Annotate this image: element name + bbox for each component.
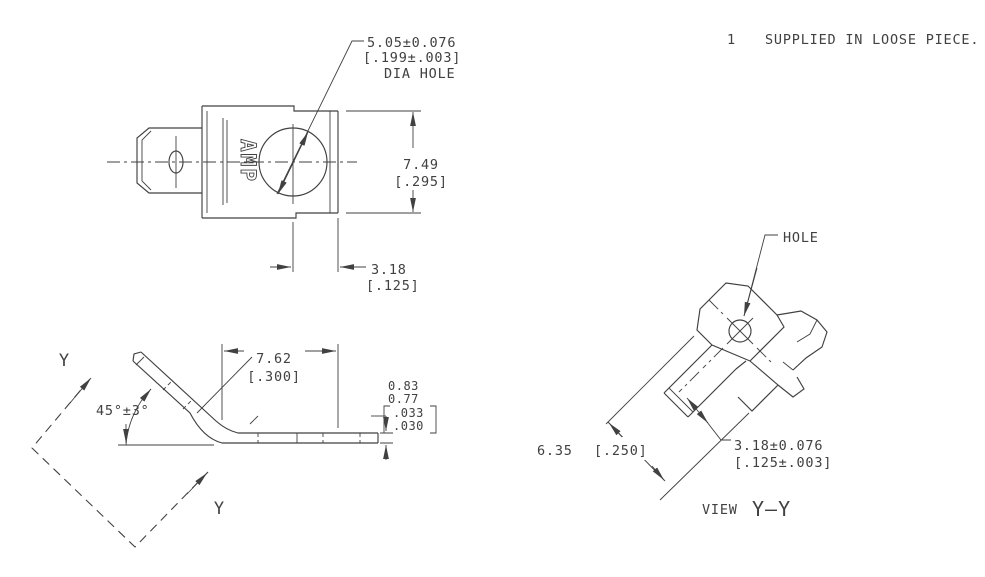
- section-arrow-2: [186, 472, 208, 495]
- tabwidth-text-mask: [533, 437, 667, 460]
- thickness-inch-max: .033: [393, 406, 424, 420]
- bracket-tip-chamfer: [132, 351, 142, 362]
- thickness-metric-min: 0.77: [388, 392, 419, 406]
- tab-outline: [136, 127, 202, 194]
- hole-leader-arrow-top: [292, 131, 309, 164]
- hook-wing-inner-lines: [782, 319, 818, 371]
- hole-callout-arrow: [743, 267, 758, 317]
- offset-extension-lines: [292, 218, 339, 272]
- section-cutting-plane: [31, 378, 209, 548]
- thickness-extension-lines: [380, 432, 393, 444]
- angle-arrow-top: [139, 388, 152, 402]
- taboffset-arrow-nw: [686, 397, 699, 411]
- tabwidth-dim-inch: [.250]: [594, 443, 648, 459]
- offset-dim-metric: 3.18: [371, 262, 407, 278]
- section-arrow-1: [69, 377, 92, 404]
- length-dim-inch: [.300]: [247, 369, 301, 385]
- taboffset-dim-inch: [.125±.003]: [734, 455, 832, 471]
- section-centerlines: [678, 299, 772, 393]
- section-view-yy: HOLE 6.35 [.250] 3.18±0.076 [.125±.003] …: [533, 230, 832, 521]
- hole-leader-line: [276, 40, 364, 195]
- height-extension-lines: [346, 110, 421, 214]
- offset-dim-inch: [.125]: [366, 278, 420, 294]
- lower-wing: [777, 376, 805, 398]
- hole-dim-inch: [.199±.003]: [363, 50, 461, 66]
- bend-tick: [249, 415, 259, 425]
- view-title-name: Y–Y: [752, 497, 791, 521]
- hole-leader-arrow-bottom: [277, 162, 294, 195]
- strip-channel: [663, 344, 747, 418]
- taboffset-dim-metric: 3.18±0.076: [734, 438, 823, 454]
- hole-callout-leader: [743, 234, 778, 317]
- mid-band: [737, 360, 779, 412]
- tab-cross-line: [196, 356, 253, 414]
- section-label-2: Y: [214, 499, 224, 519]
- taboffset-leader: [699, 412, 731, 441]
- hole-callout-label: HOLE: [783, 230, 819, 246]
- tabwidth-arrow-nw: [608, 422, 623, 438]
- bracket-lower-edge: [132, 360, 378, 444]
- body-top-edge: [202, 105, 338, 112]
- hook-wing-outline: [776, 310, 828, 371]
- section-hole: [728, 319, 752, 343]
- tab-bend-ticks: [162, 379, 194, 410]
- bracket-tip-inner-line: [135, 356, 145, 366]
- section-label-1: Y: [59, 351, 69, 371]
- height-dim-inch: [.295]: [394, 174, 448, 190]
- flat-dashed-ticks: [257, 433, 361, 443]
- height-dim-metric: 7.49: [403, 157, 439, 173]
- body-fold-lines: [222, 118, 228, 205]
- note-text: SUPPLIED IN LOOSE PIECE.: [765, 32, 979, 48]
- plate-outline: [696, 282, 785, 362]
- tab-chamfer-inner-line: [141, 130, 152, 191]
- bracket-upper-edge: [140, 351, 378, 434]
- thickness-metric-max: 0.83: [388, 379, 419, 393]
- section-hole-cross: [726, 317, 754, 345]
- tabwidth-dim-metric: 6.35: [537, 443, 573, 459]
- hole-dim-metric: 5.05±0.076: [367, 35, 456, 51]
- tabwidth-arrow-se: [651, 465, 665, 481]
- hole-dim-label: DIA HOLE: [384, 66, 455, 82]
- side-view: Y Y 45°±3° 7.62 [.300] 0.83 0.77 .033: [31, 344, 437, 548]
- thickness-inch-min: .030: [393, 419, 424, 433]
- note-item-number: 1: [727, 32, 736, 48]
- strip-channel-inner-cap: [668, 387, 694, 413]
- angle-dim-text: 45°±3°: [96, 403, 150, 419]
- length-extension-lines: [221, 344, 339, 428]
- amp-logo: AMP: [236, 139, 260, 183]
- body-bottom-edge: [202, 212, 338, 219]
- view-title-label: VIEW: [702, 502, 738, 518]
- length-dim-metric: 7.62: [256, 351, 292, 367]
- front-view: AMP 5.05±0.076 [.199±.003] DIA HOLE 7.49…: [107, 35, 461, 294]
- tab-dimple: [168, 150, 184, 174]
- mounting-hole: [258, 127, 328, 197]
- tabwidth-extension-lines: [605, 335, 750, 501]
- thickness-bracket-glyphs: [383, 405, 437, 434]
- notes-block: 1 SUPPLIED IN LOOSE PIECE.: [727, 32, 979, 48]
